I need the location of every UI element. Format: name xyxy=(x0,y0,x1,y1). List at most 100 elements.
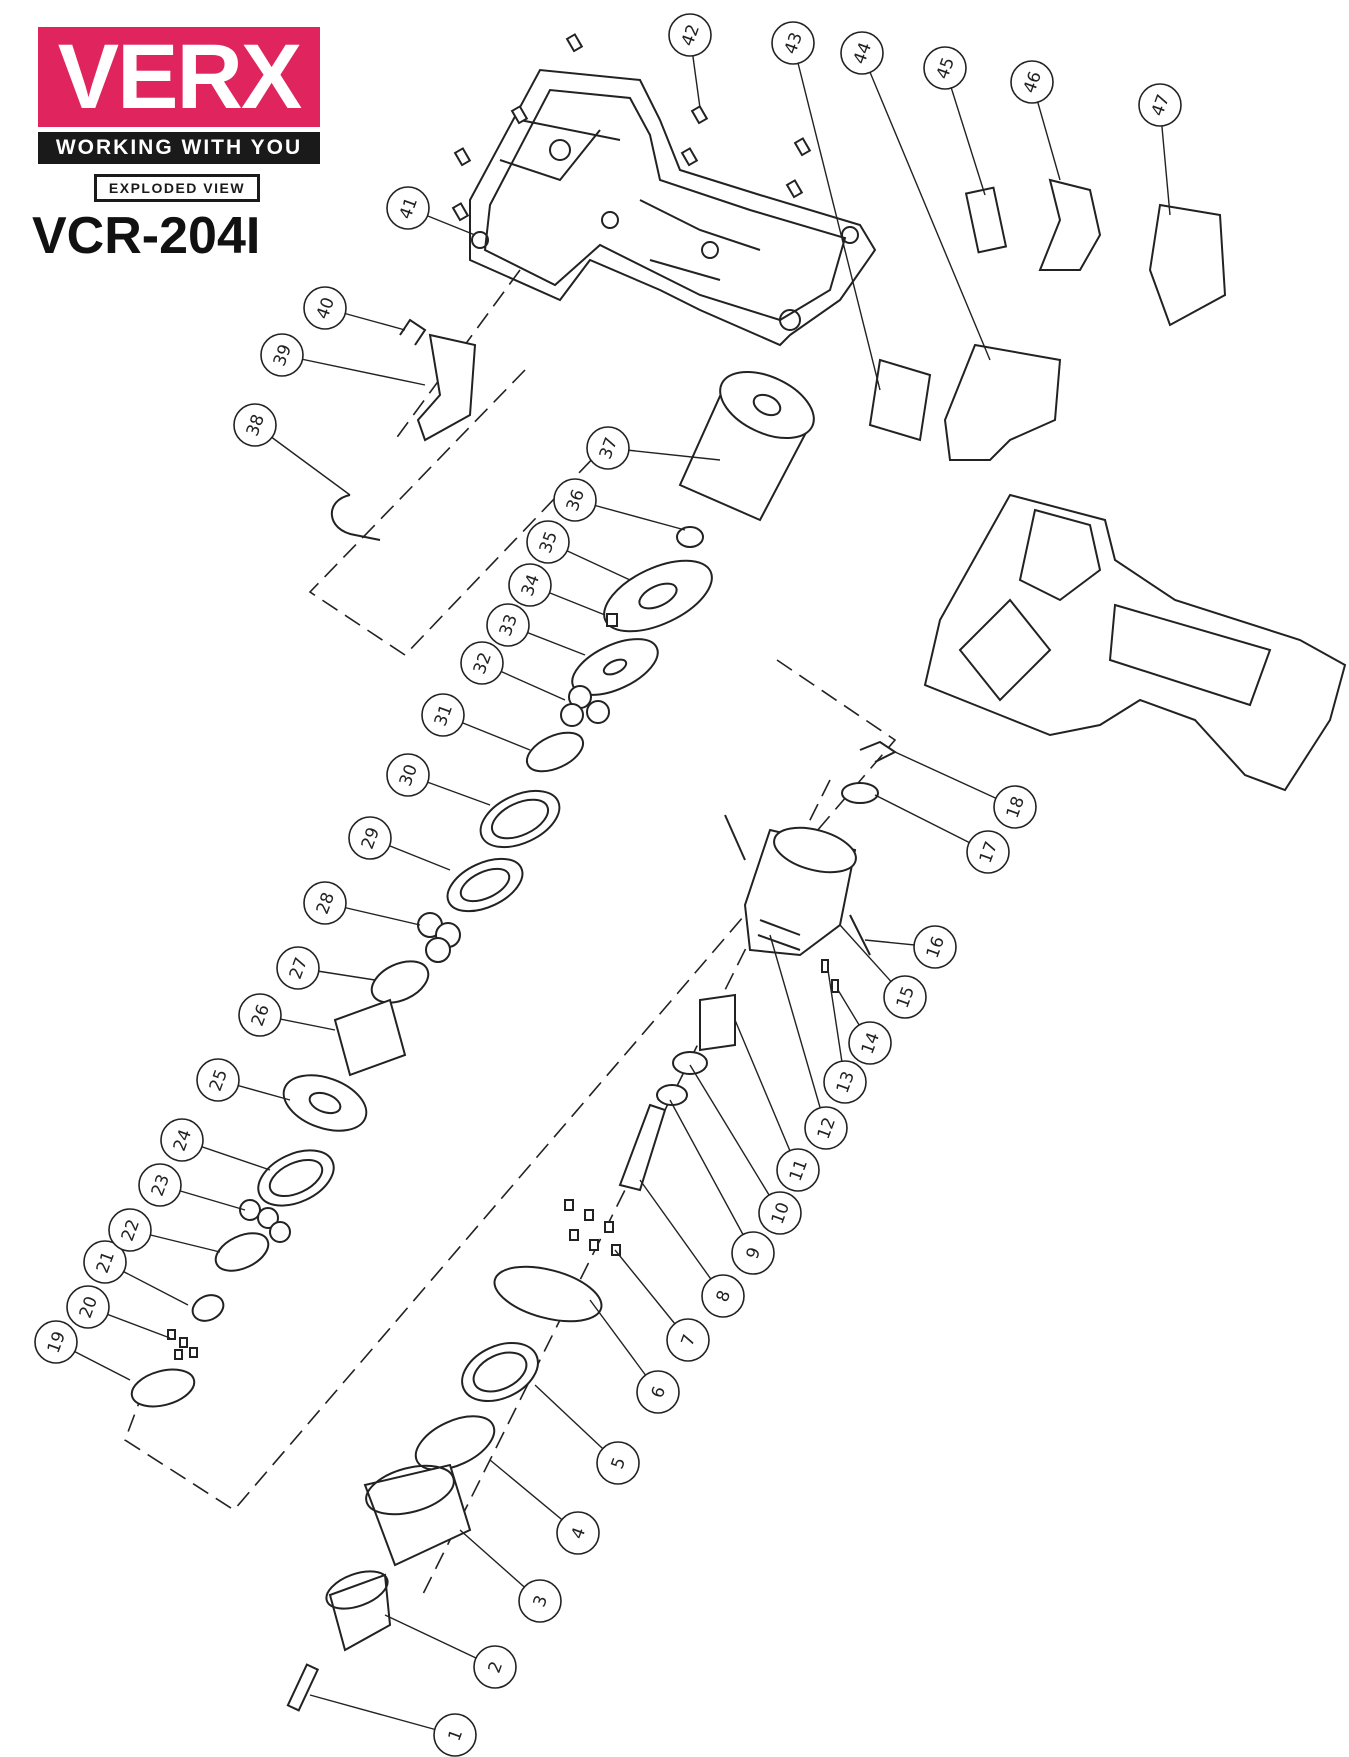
callout-26: 26 xyxy=(238,993,282,1037)
detent-ball xyxy=(831,979,839,993)
callout-10: 10 xyxy=(758,1191,802,1235)
planet-gears-stage1 xyxy=(560,685,610,727)
locking-pins xyxy=(167,1329,198,1360)
callout-33: 33 xyxy=(486,603,530,647)
callout-46: 46 xyxy=(1010,60,1054,104)
callout-25: 25 xyxy=(196,1058,240,1102)
gearbox-housing xyxy=(743,826,857,957)
spec-label xyxy=(964,186,1008,254)
callout-32: 32 xyxy=(460,641,504,685)
callout-28: 28 xyxy=(303,881,347,925)
callout-3: 3 xyxy=(518,1579,562,1623)
callout-12: 12 xyxy=(804,1106,848,1150)
callout-leader-39 xyxy=(281,354,426,386)
ring-gear xyxy=(479,789,561,849)
callout-4: 4 xyxy=(556,1511,600,1555)
callout-24: 24 xyxy=(160,1118,204,1162)
assembled-drill xyxy=(923,493,1347,792)
plate-screw xyxy=(606,613,618,627)
battery-latch xyxy=(868,358,932,442)
gearbox-clip xyxy=(859,740,897,763)
callout-42: 42 xyxy=(668,13,712,57)
callout-15: 15 xyxy=(883,975,927,1019)
battery-terminal xyxy=(1148,203,1227,327)
callout-14: 14 xyxy=(848,1021,892,1065)
housing-screws xyxy=(451,33,812,222)
callout-leader-12 xyxy=(769,934,827,1129)
callout-leader-44 xyxy=(861,52,991,361)
callout-17: 17 xyxy=(966,830,1010,874)
switch-spring xyxy=(399,318,427,346)
model-number: VCR-204I xyxy=(32,207,261,265)
callout-39: 39 xyxy=(260,333,304,377)
gearbox-axis-boundary xyxy=(124,659,897,1512)
trademark-mark: TM xyxy=(300,31,316,43)
gear-ring xyxy=(446,857,524,913)
planet-carrier-stage1 xyxy=(525,731,585,773)
wire-clip xyxy=(330,494,381,541)
callout-38: 38 xyxy=(233,403,277,447)
tagline-bar: WORKING WITH YOU xyxy=(38,132,320,164)
callout-44: 44 xyxy=(840,31,884,75)
callout-20: 20 xyxy=(66,1285,110,1329)
view-label: EXPLODED VIEW xyxy=(108,180,246,196)
keyless-chuck xyxy=(328,1573,392,1652)
adjust-rod xyxy=(849,914,871,956)
motor-gearbox-boundary xyxy=(308,369,621,657)
callout-19: 19 xyxy=(34,1320,78,1364)
retaining-ring xyxy=(672,1051,708,1075)
planet-gears-stage3 xyxy=(239,1199,291,1243)
pin-rod xyxy=(724,814,746,861)
callout-43: 43 xyxy=(771,21,815,65)
callout-23: 23 xyxy=(138,1163,182,1207)
sun-gear xyxy=(191,1294,225,1322)
callout-30: 30 xyxy=(386,753,430,797)
clutch-ring xyxy=(333,998,407,1077)
callout-leader-18 xyxy=(894,751,1016,808)
clutch-pins xyxy=(564,1199,621,1256)
chuck-screw xyxy=(286,1663,320,1712)
callout-1: 1 xyxy=(433,1713,477,1757)
clutch-spring xyxy=(461,1341,539,1403)
flat-washer xyxy=(282,1074,368,1132)
planet-gears-stage2 xyxy=(417,912,461,963)
callout-16: 16 xyxy=(913,925,957,969)
callout-13: 13 xyxy=(823,1060,867,1104)
callout-41: 41 xyxy=(386,186,430,230)
brand-logo: VERX xyxy=(38,27,320,127)
callout-11: 11 xyxy=(776,1148,820,1192)
callout-leader-11 xyxy=(734,1019,799,1171)
callout-9: 9 xyxy=(731,1231,775,1275)
ring-gear-stage3 xyxy=(257,1149,335,1207)
adjusting-nut xyxy=(414,1415,496,1471)
callout-5: 5 xyxy=(596,1441,640,1485)
clutch-plate xyxy=(493,1265,603,1323)
spindle-o-ring xyxy=(656,1084,688,1106)
housing-half xyxy=(469,68,877,347)
brand-logo-text: VERX xyxy=(57,26,303,128)
callout-leader-8 xyxy=(639,1179,724,1297)
callout-2: 2 xyxy=(473,1645,517,1689)
callout-leader-9 xyxy=(669,1099,754,1254)
callout-40: 40 xyxy=(303,286,347,330)
detent-spring xyxy=(821,959,829,973)
gearbox-washer xyxy=(841,782,879,804)
callout-22: 22 xyxy=(108,1208,152,1252)
trigger-switch xyxy=(943,343,1062,461)
motor-pinion xyxy=(676,526,704,548)
callout-8: 8 xyxy=(701,1274,745,1318)
planet-carrier-stage2 xyxy=(370,960,430,1004)
callout-36: 36 xyxy=(553,478,597,522)
direction-switch xyxy=(416,333,477,442)
callout-leader-1 xyxy=(309,1694,456,1736)
callout-21: 21 xyxy=(83,1240,127,1284)
callout-47: 47 xyxy=(1138,83,1182,127)
planet-carrier-stage3 xyxy=(214,1232,270,1272)
callout-27: 27 xyxy=(276,946,320,990)
callout-leader-43 xyxy=(792,42,881,391)
callout-35: 35 xyxy=(526,520,570,564)
assembly-axis-top xyxy=(394,269,521,441)
output-spindle xyxy=(618,1103,667,1192)
spindle-sleeve xyxy=(699,993,736,1052)
